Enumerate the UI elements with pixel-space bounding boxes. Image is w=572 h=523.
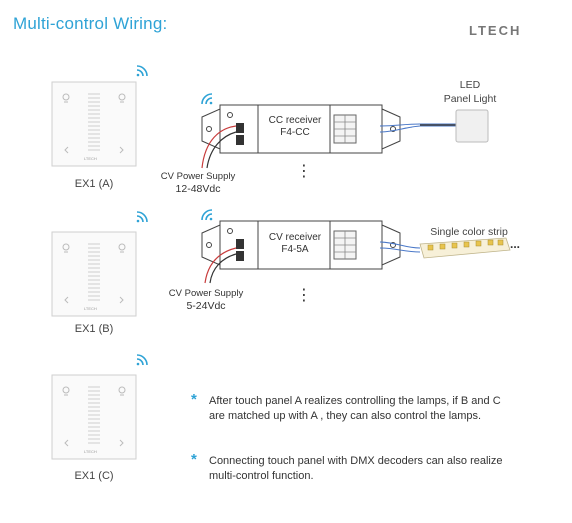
- wireless-icon: [201, 209, 214, 222]
- power-supply-label: CV Power Supply 5-24Vdc: [158, 287, 254, 313]
- power-wire: [209, 253, 237, 284]
- led-panel-label: LED Panel Light: [443, 79, 497, 105]
- wireless-icon: [135, 211, 148, 224]
- note-line: After touch panel A realizes controlling…: [209, 395, 501, 407]
- asterisk-icon: *: [191, 391, 197, 408]
- panel-caption: EX1 (C): [74, 470, 114, 482]
- wireless-icon: [135, 354, 148, 367]
- more-indicator: ⋮: [296, 287, 312, 304]
- panel-brand: LTECH: [84, 306, 97, 311]
- receiver-type: CV receiver: [268, 232, 322, 243]
- receiver-label: CV receiver F4-5A: [262, 232, 328, 256]
- output-wire: [379, 123, 456, 127]
- note-line: multi-control function.: [209, 470, 314, 482]
- panel-caption: EX1 (A): [74, 178, 114, 190]
- supply-voltage: 5-24Vdc: [186, 300, 226, 312]
- note-line: Connecting touch panel with DMX decoders…: [209, 455, 503, 467]
- supply-name: CV Power Supply: [168, 288, 244, 299]
- power-wire: [206, 131, 237, 169]
- note-item: * Connecting touch panel with DMX decode…: [191, 452, 549, 484]
- receiver-label: CC receiver F4-CC: [262, 115, 328, 139]
- panel-brand: LTECH: [84, 449, 97, 454]
- panel-caption: EX1 (B): [74, 323, 114, 335]
- receiver-model: F4-CC: [280, 127, 310, 138]
- touch-panel-c: [51, 374, 137, 460]
- note-line: are matched up with A , they can also co…: [209, 410, 482, 422]
- power-supply-label: CV Power Supply 12-48Vdc: [150, 170, 246, 196]
- power-wire: [201, 125, 237, 169]
- output-wire: [379, 241, 421, 249]
- supply-voltage: 12-48Vdc: [175, 183, 221, 195]
- output-wire: [379, 247, 421, 253]
- receiver-type: CC receiver: [268, 115, 322, 126]
- supply-name: CV Power Supply: [160, 171, 236, 182]
- strip-more: ...: [510, 237, 521, 251]
- led-strip: [419, 237, 511, 259]
- power-wire: [204, 247, 237, 284]
- brand-logo: LTECH: [469, 23, 522, 38]
- wireless-icon: [201, 93, 214, 106]
- note-item: * After touch panel A realizes controlli…: [191, 392, 549, 424]
- touch-panel-b: [51, 231, 137, 317]
- touch-panel-a: [51, 81, 137, 167]
- led-panel-light: [455, 109, 489, 143]
- receiver-model: F4-5A: [281, 244, 309, 255]
- asterisk-icon: *: [191, 451, 197, 468]
- wireless-icon: [135, 65, 148, 78]
- panel-brand: LTECH: [84, 156, 97, 161]
- more-indicator: ⋮: [296, 163, 312, 180]
- page-title: Multi-control Wiring:: [13, 14, 168, 33]
- strip-label: Single color strip: [430, 226, 508, 238]
- output-wire: [379, 125, 456, 133]
